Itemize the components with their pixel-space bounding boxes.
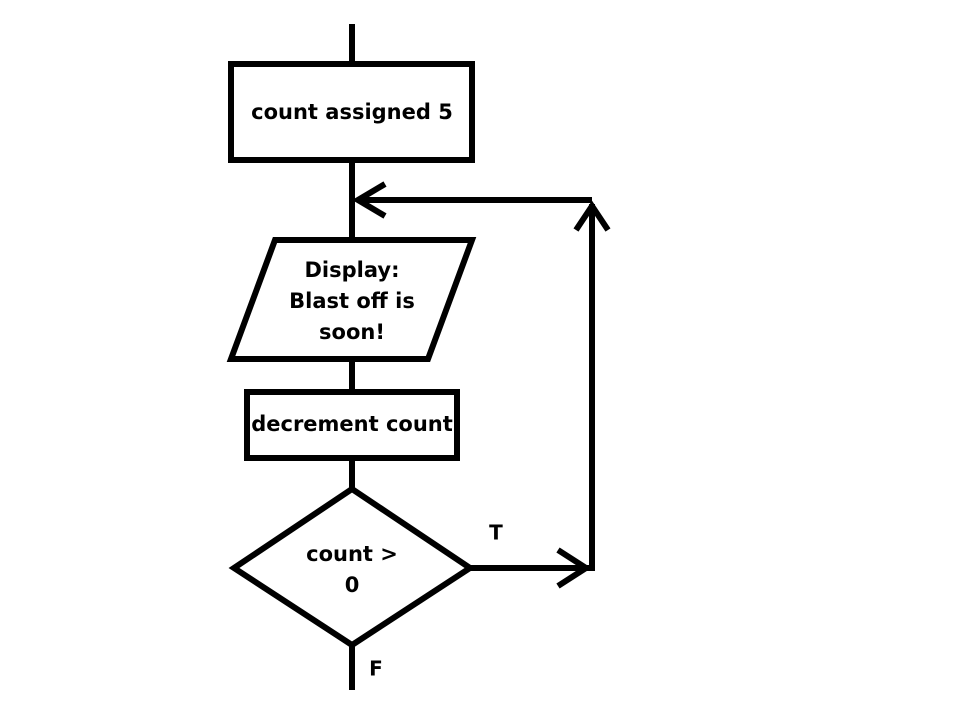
condition-decision-label-line-2: 0 [345, 573, 360, 597]
true-branch-loop-path [358, 197, 595, 571]
display-io-label-line-3: soon! [319, 320, 385, 344]
loop-up-arrowhead [573, 200, 611, 232]
assign-process-box [228, 61, 475, 163]
decrement-process-box [244, 389, 460, 461]
loop-return-arrowhead [352, 181, 387, 219]
condition-decision-label-line-1: count > [306, 542, 398, 566]
true-branch-label: T [489, 521, 503, 545]
display-io-label-line-2: Blast off is [289, 289, 415, 313]
assign-process-label: count assigned 5 [251, 100, 453, 124]
condition-decision-diamond [228, 485, 476, 649]
false-branch-label: F [369, 657, 383, 681]
true-branch-arrowhead [556, 547, 592, 589]
display-io-label-line-1: Display: [305, 258, 400, 282]
decrement-process-label: decrement count [251, 412, 453, 436]
display-io-parallelogram [226, 237, 477, 362]
